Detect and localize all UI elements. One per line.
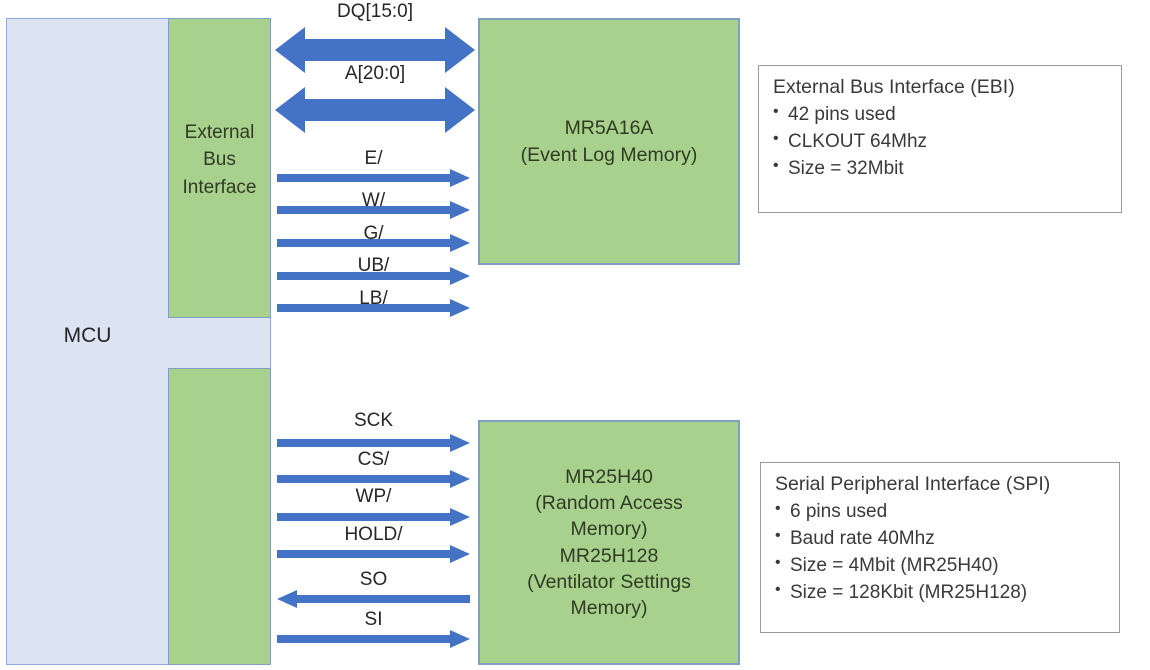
memory-block-event-log: MR5A16A (Event Log Memory) [478,18,740,265]
ebi-label-line-3: Interface [182,176,257,198]
info-bullet: Baud rate 40Mhz [775,525,1111,553]
info-bullet: Size = 32Mbit [773,155,1113,183]
memory-block-spi-label: MR25H40 (Random Access Memory) MR25H128 … [527,464,691,622]
arrow-ub-bar [277,267,470,285]
mem2-line-5: (Ventilator Settings [527,570,691,593]
info-box-spi: Serial Peripheral Interface (SPI) 6 pins… [760,462,1120,633]
info-box-ebi-title: External Bus Interface (EBI) [773,76,1015,98]
memory-block-event-log-label: MR5A16A (Event Log Memory) [521,115,698,168]
signal-label-so: SO [359,569,388,590]
mem2-line-6: Memory) [570,597,648,620]
arrow-addr-bidirectional [275,85,475,135]
arrow-si [277,630,470,648]
mem1-line-1: MR5A16A [564,117,654,140]
mem2-line-1: MR25H40 [565,465,653,488]
ebi-label-line-1: External [184,121,255,143]
arrow-wp-bar [277,508,470,526]
info-bullet: 42 pins used [773,101,1113,129]
info-bullet: Size = 128Kbit (MR25H128) [775,579,1111,607]
mem2-line-4: MR25H128 [559,544,659,567]
mem1-line-2: (Event Log Memory) [520,143,698,166]
info-bullet: 6 pins used [775,498,1111,526]
signal-label-w-bar: W/ [361,190,386,211]
info-box-spi-title: Serial Peripheral Interface (SPI) [775,473,1051,495]
arrow-g-bar [277,234,470,252]
mcu-label: MCU [63,324,112,348]
signal-label-si: SI [364,609,383,630]
signal-label-e-bar: E/ [364,148,383,169]
info-bullet: CLKOUT 64Mhz [773,128,1113,156]
mcu-ebi-block-label: External Bus Interface [168,110,271,210]
ebi-label-line-2: Bus [203,149,236,171]
signal-label-sck: SCK [353,410,394,431]
signal-label-cs-bar: CS/ [357,449,390,470]
arrow-w-bar [277,201,470,219]
info-box-ebi: External Bus Interface (EBI) 42 pins use… [758,65,1122,213]
signal-label-dq: DQ[15:0] [336,1,414,22]
mem2-line-2: (Random Access [535,491,683,514]
mcu-spi-block [168,368,271,665]
signal-label-lb-bar: LB/ [359,288,388,309]
arrow-lb-bar [277,299,470,317]
arrow-sck [277,434,470,452]
arrow-dq-bidirectional [275,25,475,75]
info-box-ebi-list: 42 pins used CLKOUT 64Mhz Size = 32Mbit [773,101,1113,183]
signal-label-addr: A[20:0] [344,63,406,84]
signal-label-hold-bar: HOLD/ [344,524,403,545]
arrow-so [277,590,470,608]
memory-block-spi: MR25H40 (Random Access Memory) MR25H128 … [478,420,740,665]
signal-label-ub-bar: UB/ [357,255,390,276]
info-bullet: Size = 4Mbit (MR25H40) [775,552,1111,580]
mem2-line-3: Memory) [570,518,648,541]
signal-label-wp-bar: WP/ [355,486,392,507]
mcu-ebi-block [168,18,271,318]
arrow-e-bar [277,169,470,187]
arrow-cs-bar [277,470,470,488]
signal-label-g-bar: G/ [363,223,384,244]
info-box-spi-list: 6 pins used Baud rate 40Mhz Size = 4Mbit… [775,498,1111,607]
arrow-hold-bar [277,545,470,563]
